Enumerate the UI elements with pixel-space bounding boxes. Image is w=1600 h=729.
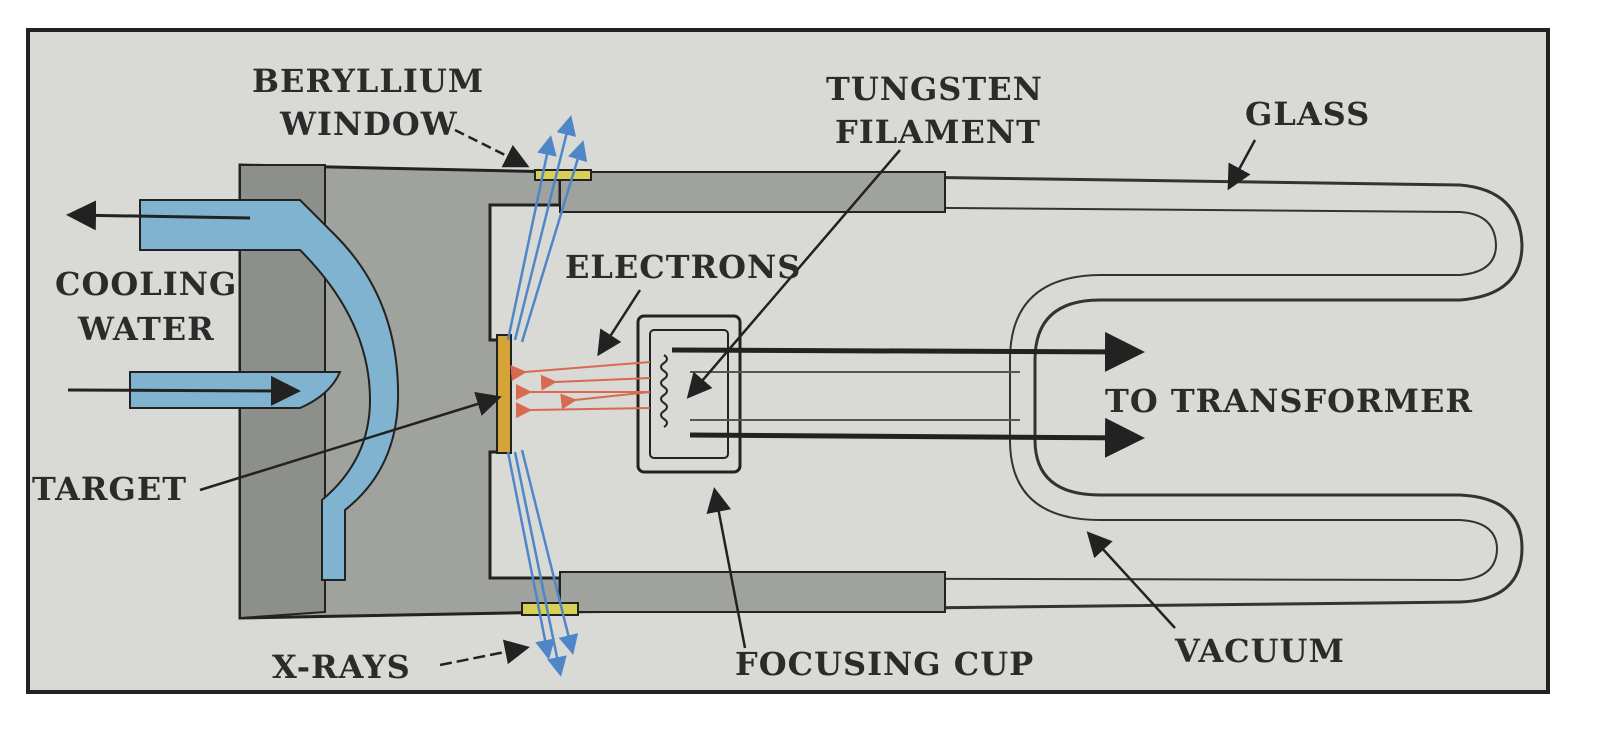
beryllium-window-top [534,169,592,181]
x-ray-beams [506,115,588,677]
label-cooling-water-2: WATER [77,310,215,348]
target [496,334,512,454]
glass-envelope [559,170,1524,614]
pointer-beryllium-window [454,128,530,168]
label-tungsten-filament-2: FILAMENT [835,113,1041,151]
electron-beam [510,361,651,419]
pointer-x-rays [439,639,530,667]
top-seal [559,171,946,213]
lead-bottom [689,417,1145,458]
beryllium-window-bottom [521,602,579,616]
tungsten-filament [660,354,668,428]
label-tungsten-filament-1: TUNGSTEN [826,70,1043,108]
cooling-water-channel [139,199,400,581]
label-beryllium-window-1: BERYLLIUM [252,62,484,100]
glass-envelope-inner [559,204,1499,582]
label-glass: GLASS [1245,95,1370,133]
label-x-rays: X-RAYS [272,648,411,686]
pointer-arrows [199,128,1257,667]
water-inflow-arrow [67,375,301,406]
label-beryllium-window-2: WINDOW [279,105,458,143]
pointer-tungsten-filament [686,149,901,399]
focusing-cup-inner [649,329,729,459]
pointer-target [199,391,502,492]
label-to-transformer: TO TRANSFORMER [1105,382,1473,420]
focusing-cup [636,314,742,474]
bottom-seal [559,571,946,613]
label-focusing-cup: FOCUSING CUP [735,645,1034,683]
water-outflow-arrow [66,200,251,231]
label-electrons: ELECTRONS [565,248,801,286]
label-cooling-water-1: COOLING [55,265,237,303]
lead-top [671,331,1145,372]
pointer-electrons [597,289,642,357]
pointer-focusing-cup [706,487,747,649]
label-vacuum: VACUUM [1174,632,1345,670]
pointer-vacuum [1086,531,1176,629]
label-target: TARGET [32,470,187,508]
pointer-glass [1227,139,1257,191]
